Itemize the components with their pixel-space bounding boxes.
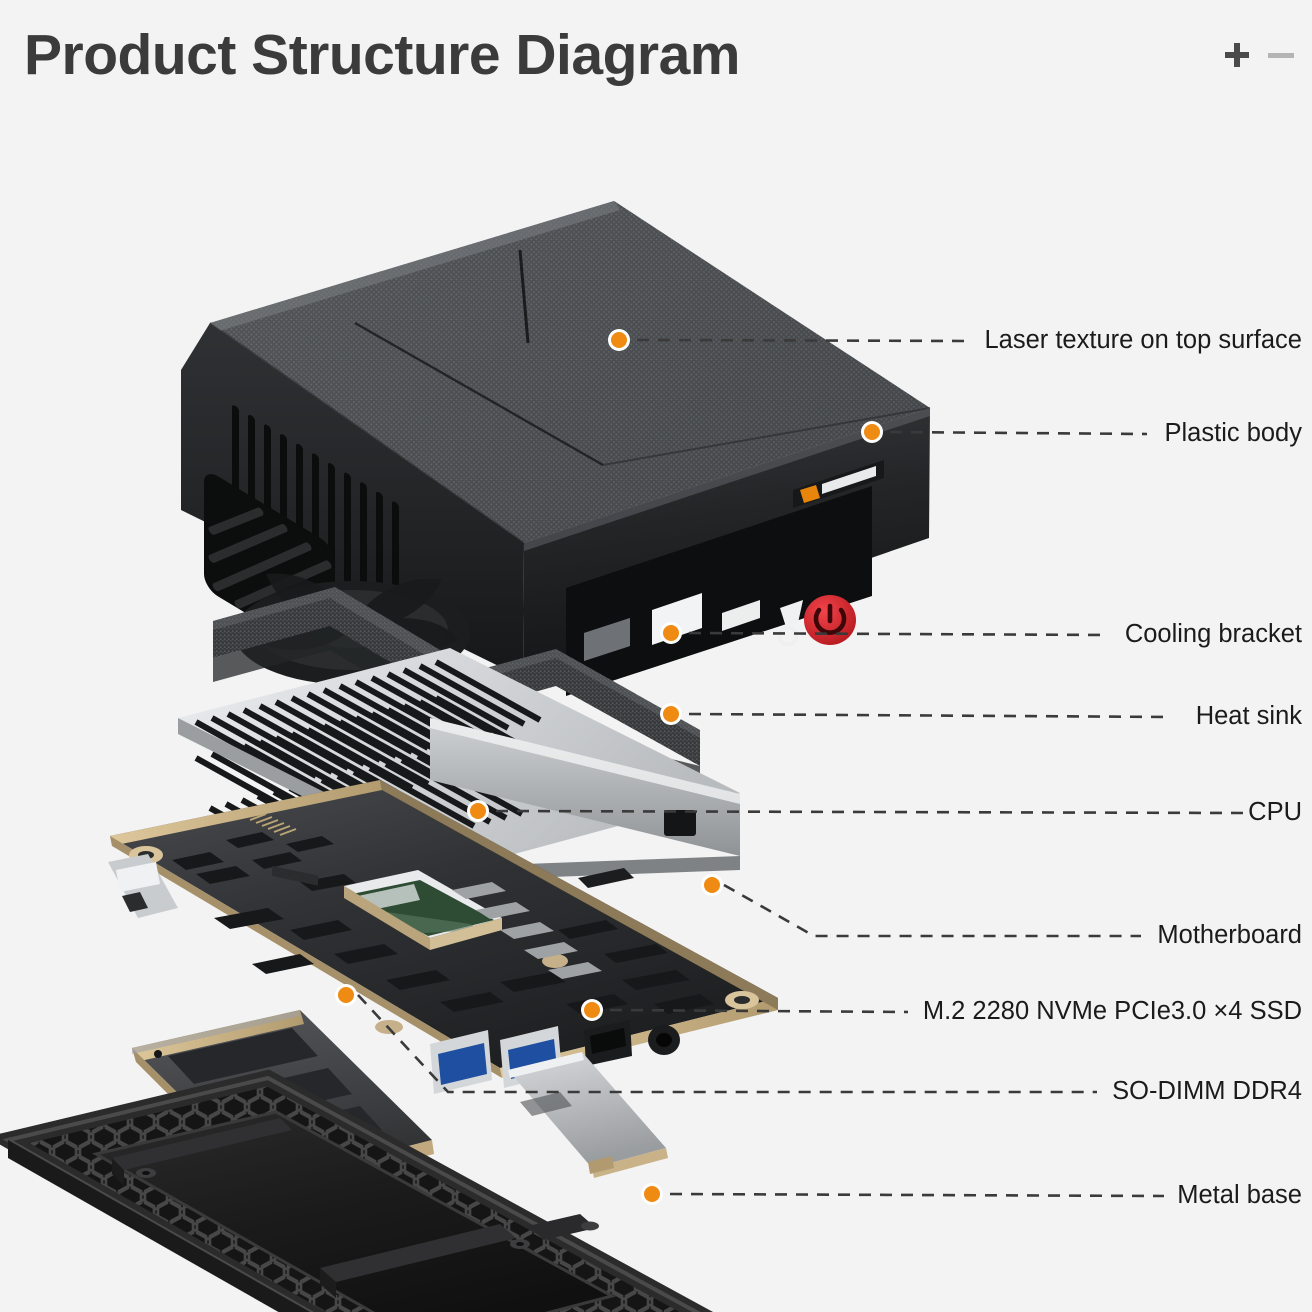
callout-label-motherboard: Motherboard	[1157, 921, 1302, 949]
leader-line-laser-texture	[636, 338, 969, 343]
sd-card-slot	[584, 618, 630, 661]
callout-leader-lines	[357, 338, 1244, 1198]
callout-dot-motherboard[interactable]	[704, 877, 720, 893]
callout-label-metal-base: Metal base	[1177, 1181, 1302, 1209]
callout-dot-cooling-bracket[interactable]	[663, 625, 679, 641]
power-button[interactable]	[804, 595, 856, 645]
leader-line-cooling-bracket	[688, 631, 1109, 637]
callout-dot-laser-texture[interactable]	[611, 332, 627, 348]
callout-dots	[335, 329, 883, 1205]
callout-dot-m2-ssd[interactable]	[584, 1002, 600, 1018]
callout-label-cpu: CPU	[1248, 798, 1302, 826]
component-ssd-module	[508, 1052, 668, 1178]
cpu-die	[344, 870, 502, 950]
exploded-view-illustration	[0, 201, 1244, 1312]
callout-label-laser-texture: Laser texture on top surface	[984, 326, 1302, 354]
callout-dot-metal-base[interactable]	[644, 1186, 660, 1202]
brand-badge	[793, 460, 884, 508]
callout-dot-plastic-body[interactable]	[864, 424, 880, 440]
callout-label-m2-ssd: M.2 2280 NVMe PCIe3.0 ×4 SSD	[922, 997, 1302, 1025]
pin-headers	[272, 865, 634, 888]
page-title: Product Structure Diagram	[24, 23, 740, 87]
base-support-ribs	[112, 1118, 596, 1298]
vrm-blocks	[452, 882, 602, 979]
callout-label-so-dimm: SO-DIMM DDR4	[1112, 1077, 1302, 1105]
leader-line-motherboard	[723, 883, 1141, 938]
component-metal-base	[0, 1069, 714, 1312]
callout-dot-so-dimm[interactable]	[338, 987, 354, 1003]
usb-c-port	[722, 600, 760, 631]
side-io-bracket	[108, 854, 178, 918]
callout-label-cooling-bracket: Cooling bracket	[1124, 620, 1302, 648]
leader-line-m2-ssd	[609, 1008, 909, 1014]
leader-line-metal-base	[669, 1192, 1165, 1198]
callout-label-heat-sink: Heat sink	[1195, 702, 1302, 730]
callout-dot-heat-sink[interactable]	[663, 706, 679, 722]
callout-label-plastic-body: Plastic body	[1164, 419, 1303, 447]
callout-dot-cpu[interactable]	[470, 803, 486, 819]
plus-icon[interactable]	[1224, 42, 1250, 68]
leader-line-so-dimm	[357, 994, 1097, 1094]
audio-jack	[777, 600, 803, 647]
leader-line-plastic-body	[889, 430, 1148, 436]
minus-icon[interactable]	[1268, 42, 1294, 68]
zoom-controls	[1224, 42, 1294, 68]
page-header: Product Structure Diagram	[0, 0, 1312, 118]
leader-line-heat-sink	[688, 712, 1173, 719]
